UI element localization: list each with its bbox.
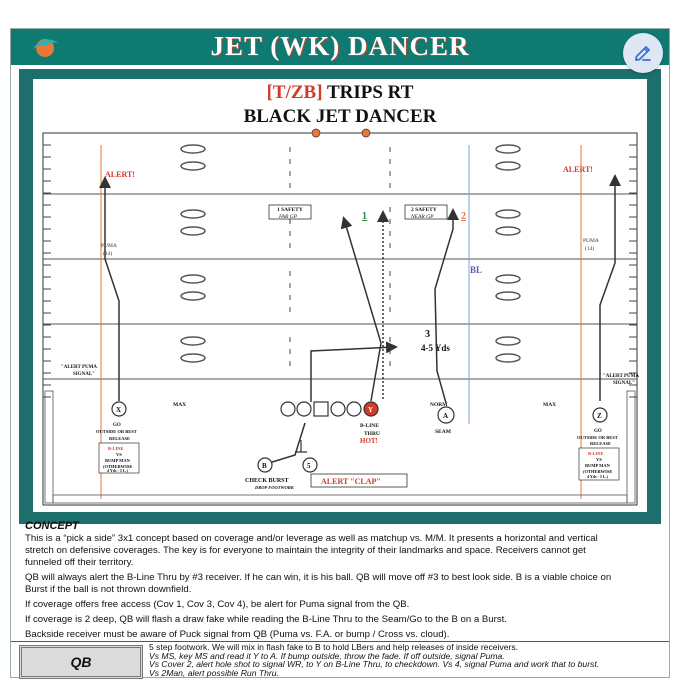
concept-line: If coverage is 2 deep, QB will flash a d…	[25, 614, 507, 625]
player-z-label: Z	[597, 412, 602, 420]
qb-drop	[295, 440, 307, 453]
player-5-label: 5	[307, 462, 311, 470]
concept-heading: CONCEPT	[25, 520, 79, 532]
bl-label: BL	[470, 265, 482, 275]
player-5	[302, 457, 318, 473]
receiver-number-3: 3	[425, 329, 430, 340]
play-title: JET (WK) DANCER	[210, 31, 470, 61]
y-hot: HOT!	[360, 437, 378, 445]
coverage-number-2: 2	[461, 211, 466, 222]
player-y-label: Y	[368, 406, 373, 414]
z-outside-2: RELEASE	[590, 441, 611, 446]
top-marker-balls	[311, 128, 371, 138]
alert-clap: ALERT "CLAP"	[321, 477, 381, 486]
dolphin-logo-icon	[33, 39, 58, 57]
z-note-box	[578, 447, 620, 481]
x-outside-1: OUTSIDE OR BEST	[96, 429, 137, 434]
alert-puma-right-1: "ALERT PUMA	[603, 374, 639, 379]
qb-notes: 5 step footwork. We will mix in flash fa…	[149, 643, 665, 677]
safety1-bottom: FAR GP	[278, 214, 298, 220]
qb-label: QB	[19, 645, 143, 679]
qb-line: 5 step footwork. We will mix in flash fa…	[149, 642, 519, 652]
y-label-1: B-LINE	[360, 423, 379, 429]
field-panel: [T/ZB] TRIPS RT BLACK JET DANCER	[33, 79, 647, 512]
yard-number-ovals	[180, 144, 521, 363]
player-z	[592, 407, 608, 423]
coverage-number-1: 1	[362, 211, 367, 222]
bottom-sideline-boxes	[44, 390, 636, 504]
concept-line: QB will always alert the B-Line Thru by …	[25, 572, 612, 583]
safety2-bottom: NEAR GP	[410, 214, 434, 220]
qb-line: Vs MS, key MS and read it Y to A. If bum…	[149, 650, 505, 661]
formation-tag: [T/ZB]	[266, 82, 323, 103]
safety1-top: 1 SAFETY	[277, 207, 303, 213]
x-outside-2: RELEASE	[109, 436, 130, 441]
field-outline	[42, 132, 638, 506]
player-x	[111, 401, 127, 417]
concept-line: stretch on defensive coverages. The key …	[25, 545, 586, 556]
puma-left: PUMA	[101, 243, 117, 249]
player-b-label: B	[262, 462, 267, 470]
alert-right: ALERT!	[563, 165, 593, 174]
check-burst: CHECK BURST	[245, 478, 289, 484]
pencil-edit-icon	[635, 46, 651, 61]
concept-line: funneled off their territory.	[25, 557, 134, 568]
qb-line: Vs 2Man, alert possible Run Thru.	[149, 667, 279, 678]
alert-puma-right-2: SIGNAL"	[613, 381, 635, 386]
qb-line: Vs Cover 2, alert hole shot to signal WR…	[149, 659, 600, 670]
qb-section: QB 5 step footwork. We will mix in flash…	[11, 641, 669, 679]
z-box-4: (OTHERWISE	[583, 469, 612, 474]
x-box-3: BUMP MAN	[105, 458, 131, 463]
puma-right: PUMA	[583, 238, 599, 244]
formation-name: TRIPS RT	[322, 82, 414, 103]
y-label-2: THRU	[364, 431, 380, 437]
formation-label: [T/ZB] TRIPS RT	[33, 82, 647, 104]
z-go: GO	[594, 429, 602, 434]
x-box-2: VS	[116, 452, 122, 457]
player-b	[257, 457, 273, 473]
x-note-box	[98, 442, 140, 474]
norm-label: NORM	[430, 402, 448, 408]
edit-button[interactable]	[623, 33, 663, 73]
concept-line: If coverage offers free access (Cov 1, C…	[25, 599, 410, 610]
alert-puma-left-2: SIGNAL"	[73, 372, 95, 377]
concept-line: Burst if the ball is not thrown downfiel…	[25, 584, 192, 595]
play-diagram: ALERT! ALERT! PUMA (14) PUMA (14) 1 SAFE…	[42, 128, 639, 506]
routes	[99, 174, 621, 464]
safety2-top: 2 SAFETY	[411, 207, 437, 213]
alert-left: ALERT!	[105, 170, 135, 179]
alert-clap-box	[310, 473, 408, 488]
x-box-1: B-LINE	[108, 446, 124, 451]
x-box-5: 4 Yds - 5 L.)	[107, 468, 129, 473]
z-outside-1: OUTSIDE OR BEST	[577, 435, 618, 440]
puma-right-num: (14)	[585, 245, 594, 252]
alert-puma-left-1: "ALERT PUMA	[61, 365, 97, 370]
max-right: MAX	[543, 402, 556, 408]
safety1-box	[268, 204, 312, 220]
offensive-line	[280, 401, 362, 417]
player-x-label: X	[116, 406, 121, 414]
z-box-5: 4 Yds - 5 L.)	[587, 474, 609, 479]
x-box-4: (OTHERWISE	[103, 464, 132, 469]
yard-lines	[43, 193, 637, 380]
play-name: BLACK JET DANCER	[243, 106, 437, 127]
player-y	[363, 401, 379, 417]
drop-footwork: DROP FOOTWORK	[254, 485, 295, 490]
a-label: SEAM	[435, 429, 452, 435]
puma-left-num: (14)	[103, 250, 112, 257]
player-a-label: A	[443, 412, 448, 420]
max-left: MAX	[173, 402, 186, 408]
z-box-2: VS	[596, 457, 602, 462]
title-banner: JET (WK) DANCER	[11, 29, 669, 65]
x-go: GO	[113, 423, 121, 428]
concept-line: Backside receiver must be aware of Puck …	[25, 629, 450, 640]
player-a	[437, 406, 455, 424]
inside-hashes	[289, 147, 391, 366]
z-box-1: B-LINE	[588, 451, 604, 456]
diagram-frame: [T/ZB] TRIPS RT BLACK JET DANCER	[19, 69, 661, 524]
sideline-hashes	[43, 144, 637, 398]
play-sheet: JET (WK) DANCER [T/ZB] TRIPS RT BLACK JE…	[10, 28, 670, 679]
z-box-3: BUMP MAN	[585, 463, 611, 468]
concept-line: This is a “pick a side” 3x1 concept base…	[25, 533, 598, 544]
